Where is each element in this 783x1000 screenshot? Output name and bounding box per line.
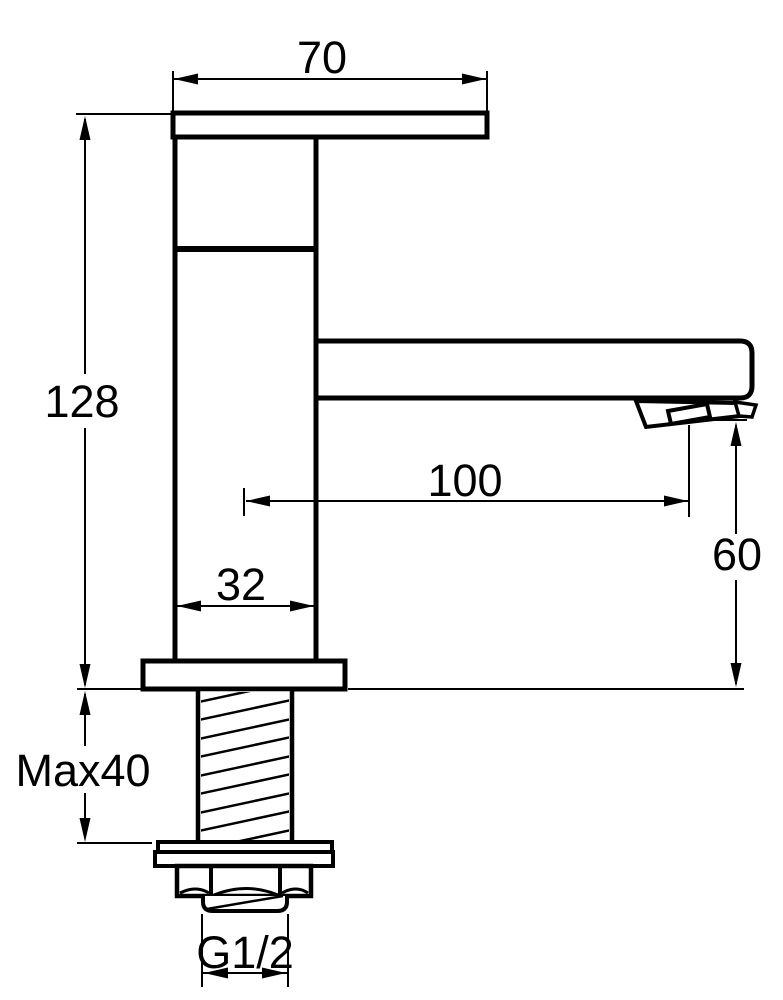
arrowhead-down xyxy=(730,663,742,687)
thread-hatching xyxy=(201,692,289,840)
mounting-nut xyxy=(174,863,314,899)
nut-body xyxy=(174,863,314,899)
arrowhead-left xyxy=(177,600,201,612)
hatch-line xyxy=(201,755,289,777)
dimension-label-max-mounting-thickness: Max40 xyxy=(15,745,150,796)
arrowhead-up xyxy=(79,116,91,140)
arrowhead-up xyxy=(79,691,91,715)
hatch-line xyxy=(201,718,289,740)
arrowhead-right xyxy=(462,73,486,85)
aerator xyxy=(633,398,759,430)
hatch-line xyxy=(201,699,289,721)
handle-lever xyxy=(170,110,490,140)
aerator-tip-cap xyxy=(732,399,759,419)
arrowhead-down xyxy=(79,664,91,688)
dimension-label-handle-width: 70 xyxy=(297,32,347,83)
nut-chamfer-arc xyxy=(179,887,210,895)
dimension-g12: G1/2 xyxy=(196,914,294,987)
arrowhead-down xyxy=(79,818,91,842)
dimension-70: 70 xyxy=(172,32,488,111)
base-flange xyxy=(140,658,348,692)
hatch-line xyxy=(206,894,284,911)
arrowhead-left xyxy=(246,495,270,507)
dimension-100: 100 xyxy=(243,425,690,517)
hatch-line xyxy=(201,773,289,795)
dimension-label-outlet-height: 60 xyxy=(712,529,762,580)
dimension-label-thread-size: G1/2 xyxy=(196,927,294,978)
dimension-label-spout-reach: 100 xyxy=(427,455,502,506)
arrowhead-up xyxy=(730,422,742,446)
arrowhead-left xyxy=(174,73,198,85)
threaded-shank xyxy=(195,686,295,846)
dimension-label-overall-height: 128 xyxy=(44,376,119,427)
hatch-line xyxy=(201,810,289,832)
thread-tail xyxy=(201,894,289,913)
dimension-60: 60 xyxy=(703,419,762,687)
arrowhead-right xyxy=(262,967,286,979)
hatch-line xyxy=(239,829,289,840)
arrowhead-right xyxy=(664,495,688,507)
tap-body xyxy=(172,134,319,665)
nut-chamfer-arc xyxy=(281,887,309,895)
dimension-32: 32 xyxy=(177,559,314,612)
dimension-128: 128 xyxy=(44,113,171,688)
dimension-max40: Max40 xyxy=(15,691,152,844)
aerator-insert xyxy=(665,401,713,427)
hatch-line xyxy=(201,792,289,814)
nut-chamfer-arc xyxy=(213,887,279,897)
arrowhead-left xyxy=(204,967,228,979)
arrowhead-right xyxy=(290,600,314,612)
hatch-line xyxy=(201,736,289,758)
faucet-outline xyxy=(140,110,759,913)
dimension-label-body-width: 32 xyxy=(216,559,266,610)
hatch-line xyxy=(201,692,251,703)
spout xyxy=(313,338,755,401)
